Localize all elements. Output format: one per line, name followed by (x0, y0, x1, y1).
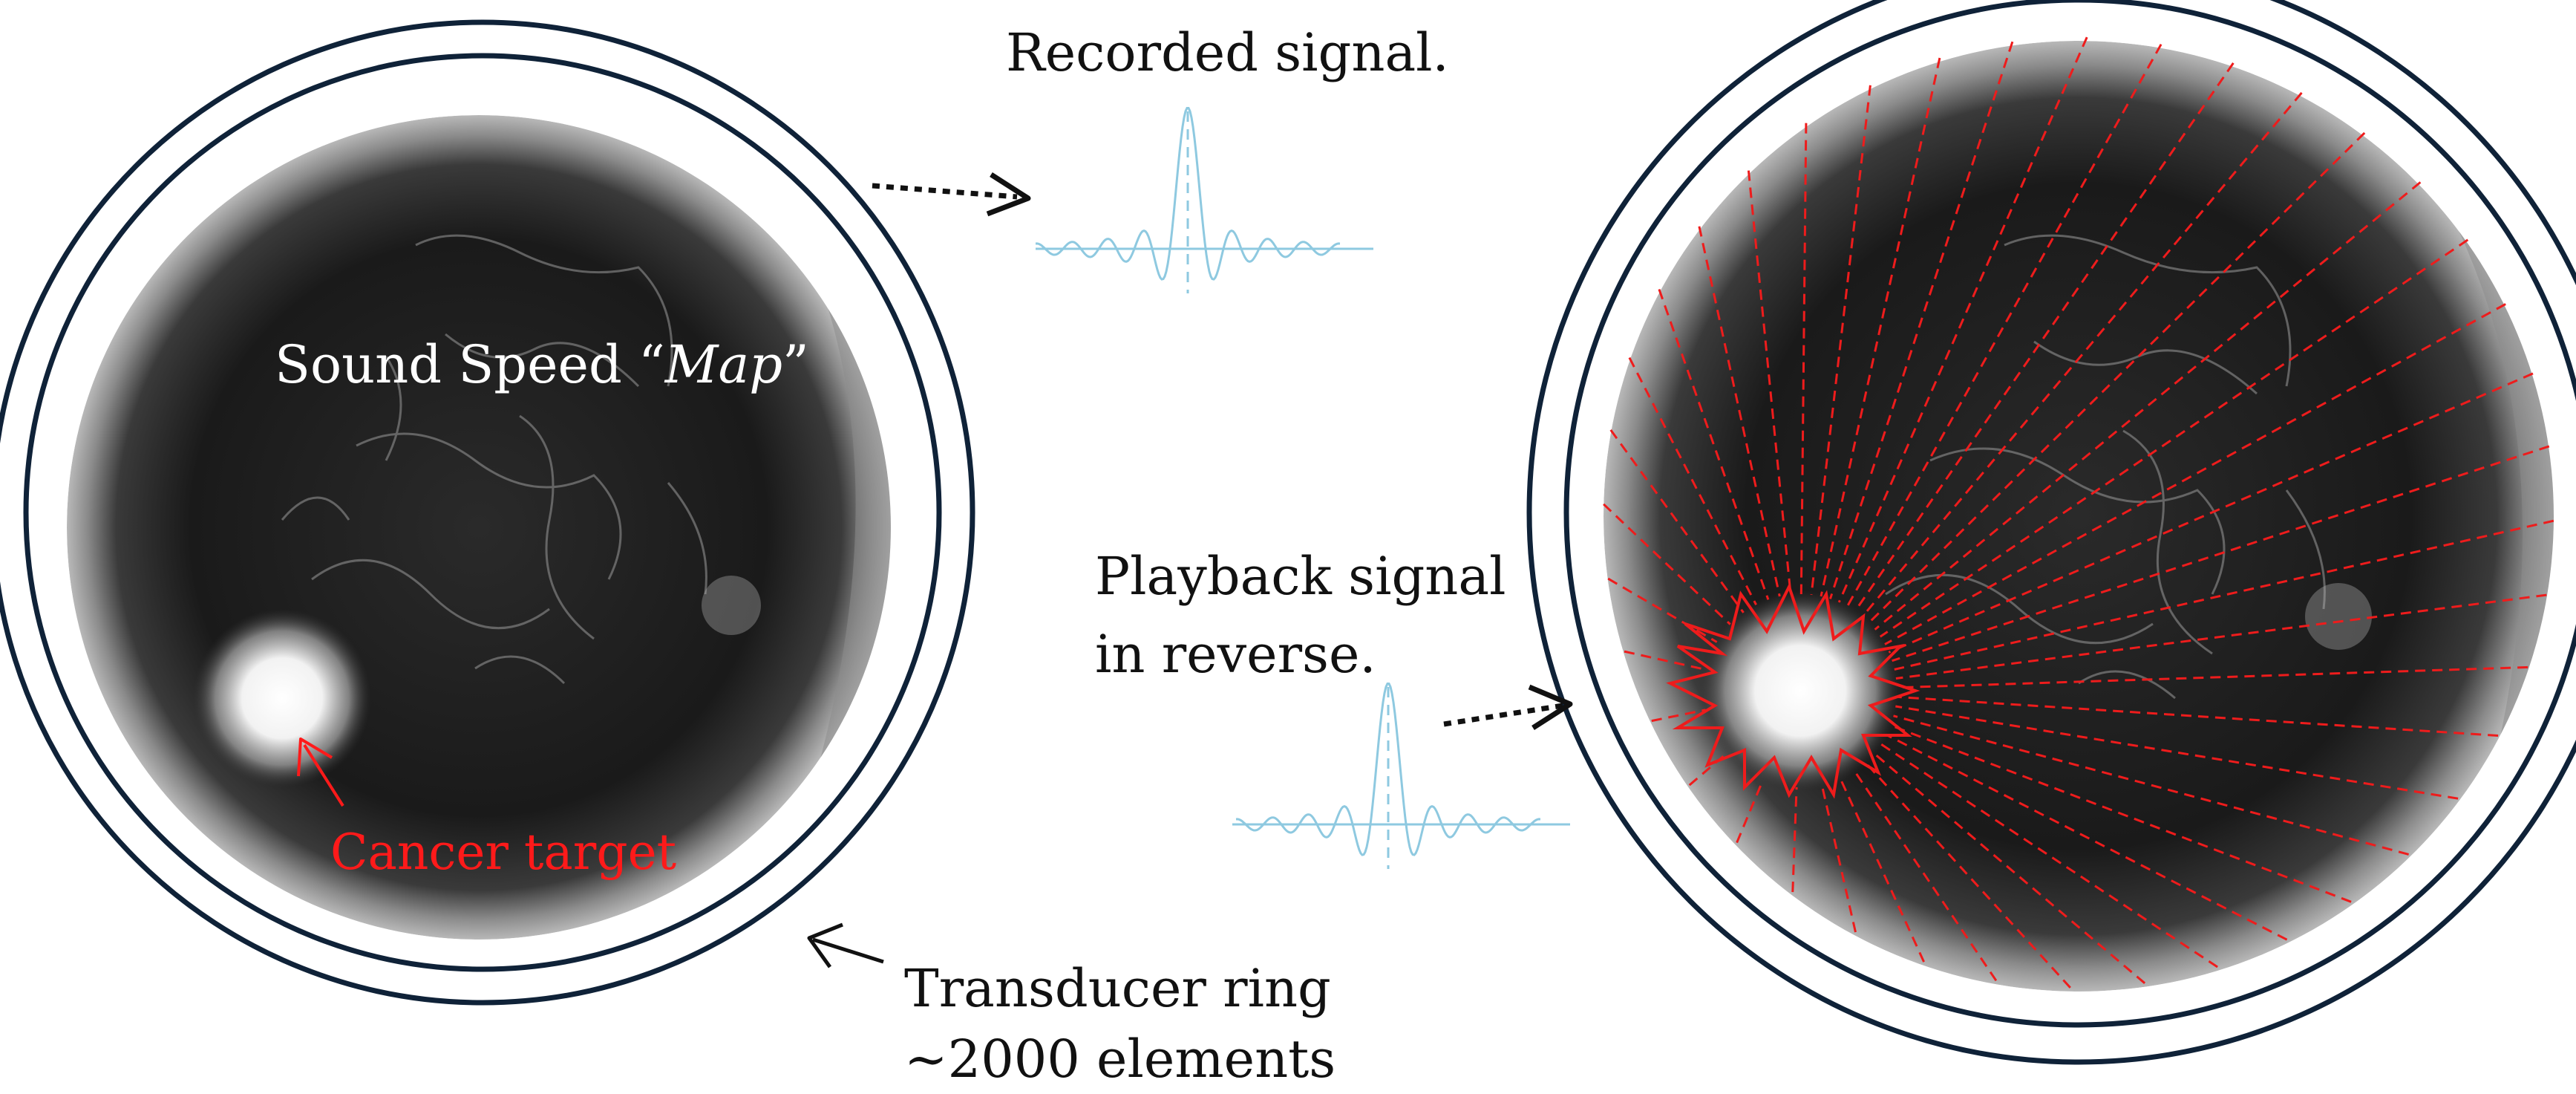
playback-ray (1747, 170, 1792, 595)
playback-ray (1886, 733, 2288, 941)
transducer-arrow (807, 922, 884, 968)
playback-ray (1895, 593, 2547, 680)
playback-ray (1820, 57, 1941, 597)
playback-ray (1888, 372, 2534, 654)
element-count-label: ~2000 elements (904, 1029, 1336, 1090)
playback-ray (1688, 752, 1727, 787)
playback-ray (1609, 429, 1745, 613)
recorded-waveform (1035, 107, 1373, 293)
sound-speed-italic: Map (664, 334, 782, 395)
playback-ray (1624, 650, 1707, 671)
playback-ray (1874, 181, 2422, 631)
sound-speed-map-label: Sound Speed “Map” (275, 334, 809, 395)
playback-ray (1658, 289, 1770, 600)
playback-ray (1896, 665, 2528, 689)
right-breast-panel (1526, 0, 2576, 1065)
cancer-target-arrow (297, 738, 344, 807)
playback-ray (1607, 577, 1718, 643)
playback-arrow (1443, 684, 1573, 730)
transducer-ring-label: Transducer ring (904, 958, 1331, 1019)
playback-ray (1894, 519, 2554, 671)
playback-ray (1820, 784, 1857, 933)
playback-signal-label: Playback signal (1095, 546, 1506, 607)
playback-ray (1879, 238, 2469, 638)
playback-ray (1896, 695, 2499, 737)
playback-ray (1889, 724, 2352, 903)
playback-ray (1736, 779, 1765, 844)
sound-speed-prefix: Sound Speed “ (275, 334, 665, 395)
playback-ray (1893, 714, 2409, 856)
playback-ray (1868, 131, 2366, 624)
left-breast-panel (0, 19, 975, 1006)
playback-ray (1810, 85, 1871, 596)
playback-ray (1828, 41, 2014, 599)
playback-ray (1884, 303, 2506, 645)
playback-ray (1799, 123, 1808, 595)
focus-burst (1666, 582, 1920, 799)
playback-ray (1873, 752, 2146, 984)
sound-speed-suffix: ” (782, 334, 809, 395)
playback-ray (1651, 709, 1706, 723)
playback-waveform (1232, 683, 1570, 869)
playback-ray (1698, 226, 1781, 597)
playback-ray (1854, 62, 2235, 612)
playback-ray (1861, 91, 2303, 618)
playback-ray (1837, 36, 2088, 603)
cancer-target-label: Cancer target (330, 824, 676, 881)
playback-ray (1895, 705, 2459, 800)
recorded-signal-label: Recorded signal. (1006, 22, 1449, 83)
playback-ray (1791, 787, 1798, 893)
playback-ray (1628, 356, 1757, 605)
playback-ray (1892, 445, 2550, 662)
playback-rays (1603, 36, 2554, 989)
playback-ray (1846, 43, 2163, 608)
playback-ray (1603, 503, 1731, 625)
in-reverse-label: in reverse. (1095, 624, 1376, 685)
playback-ray (1853, 769, 1998, 982)
recorded-arrow (872, 172, 1031, 217)
